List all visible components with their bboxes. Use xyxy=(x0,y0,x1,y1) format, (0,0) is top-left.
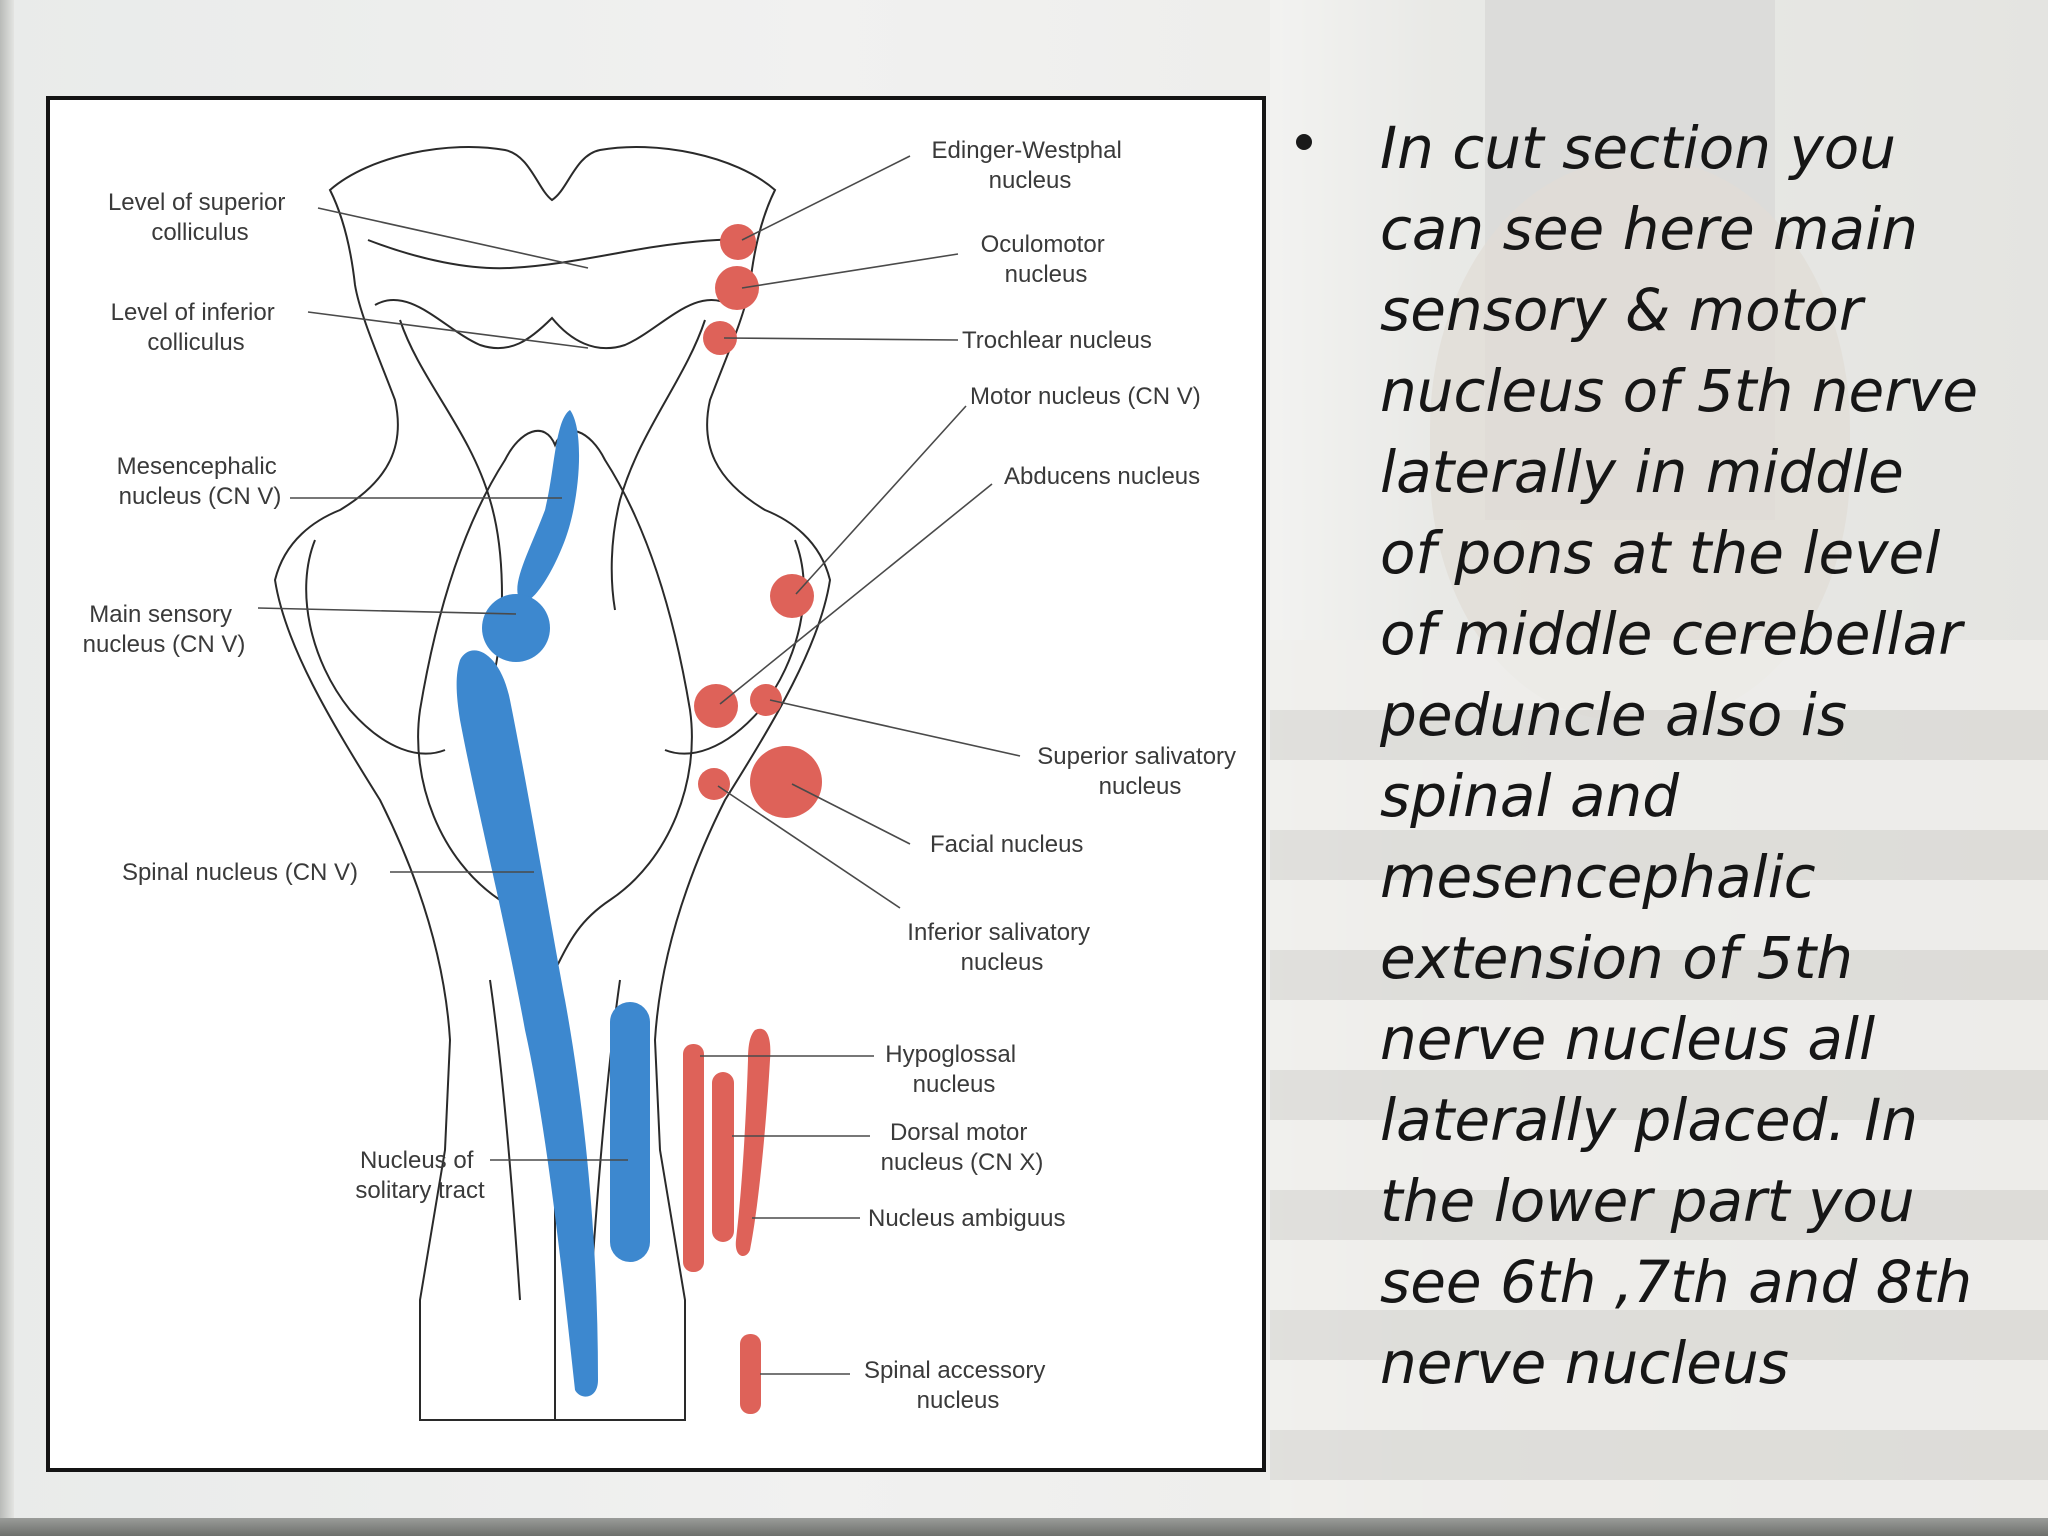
peduncle-right xyxy=(610,319,706,611)
hypoglossal-nucleus xyxy=(683,1044,704,1272)
label-superior-colliculus: Level of superior colliculus xyxy=(108,189,292,246)
trochlear-nucleus xyxy=(703,321,737,355)
edinger-westphal-nucleus xyxy=(720,224,756,260)
leader-trochlear xyxy=(723,337,959,341)
leader-abducens xyxy=(719,483,993,705)
nucleus-solitary-tract xyxy=(610,1002,650,1262)
leader-lines xyxy=(257,155,1021,1375)
leader-facial xyxy=(791,783,911,845)
spinal-nucleus-cn-v xyxy=(456,650,598,1397)
inferior-salivatory-nucleus xyxy=(698,768,730,800)
leader-edinger xyxy=(741,155,911,241)
tectum-line-lower xyxy=(374,298,731,350)
spinal-accessory-nucleus xyxy=(740,1334,761,1414)
label-motor-v: Motor nucleus (CN V) xyxy=(970,383,1201,410)
facial-nucleus xyxy=(750,746,822,818)
background-presenter-photo xyxy=(1270,0,2048,1518)
gracile-left xyxy=(489,979,521,1301)
label-main-sensory: Main sensory nucleus (CN V) xyxy=(83,601,246,658)
label-superior-salivatory: Superior salivatory nucleus xyxy=(1037,743,1242,800)
cerebellar-peduncle-left xyxy=(305,539,446,755)
leader-superior-colliculus xyxy=(317,207,589,269)
label-facial: Facial nucleus xyxy=(930,831,1083,858)
abducens-nucleus xyxy=(694,684,738,728)
photo-fade-overlay xyxy=(1270,0,2048,1518)
label-spinal-nucleus: Spinal nucleus (CN V) xyxy=(122,859,358,886)
leader-main-sensory xyxy=(257,607,517,615)
superior-salivatory-nucleus xyxy=(750,684,782,716)
bullet-point-marker xyxy=(1296,134,1312,150)
label-edinger-westphal: Edinger-Westphal nucleus xyxy=(932,137,1129,194)
label-trochlear: Trochlear nucleus xyxy=(962,327,1152,354)
main-sensory-nucleus xyxy=(482,594,550,662)
label-hypoglossal: Hypoglossal nucleus xyxy=(885,1041,1022,1098)
motor-nucleus-cn-v xyxy=(770,574,814,618)
slide-frame-left xyxy=(0,0,14,1536)
brainstem-diagram: Level of superior colliculus Level of in… xyxy=(46,96,1266,1472)
brainstem-outline-path xyxy=(273,145,832,1421)
label-spinal-accessory: Spinal accessory nucleus xyxy=(864,1357,1052,1414)
nucleus-ambiguus xyxy=(735,1028,771,1256)
label-mesencephalic: Mesencephalic nucleus (CN V) xyxy=(117,453,284,510)
cerebellar-peduncle-right xyxy=(664,539,805,755)
label-solitary: Nucleus of solitary tract xyxy=(355,1147,485,1204)
label-ambiguus: Nucleus ambiguus xyxy=(868,1205,1065,1232)
brainstem-diagram-svg: Level of superior colliculus Level of in… xyxy=(83,137,1242,1421)
leader-motor-v xyxy=(795,405,967,595)
leader-superior-salivatory xyxy=(769,699,1021,757)
fourth-ventricle xyxy=(417,429,693,973)
mesencephalic-nucleus xyxy=(517,410,580,602)
tectum-line-upper xyxy=(367,238,751,270)
leader-inferior-salivatory xyxy=(717,785,901,909)
sensory-nuclei xyxy=(456,410,650,1397)
label-oculomotor: Oculomotor nucleus xyxy=(981,231,1112,288)
oculomotor-nucleus xyxy=(715,266,759,310)
dorsal-motor-nucleus xyxy=(712,1072,734,1242)
leader-inferior-colliculus xyxy=(307,311,589,349)
label-inferior-colliculus: Level of inferior colliculus xyxy=(111,299,282,356)
leader-oculomotor xyxy=(741,253,959,289)
label-abducens: Abducens nucleus xyxy=(1004,463,1200,490)
slide-frame-bottom xyxy=(0,1518,2048,1536)
motor-nuclei xyxy=(683,224,822,1414)
label-dorsal-motor: Dorsal motor nucleus (CN X) xyxy=(881,1119,1044,1176)
slide-bullet-text: In cut section you can see here main sen… xyxy=(1380,114,1979,1397)
label-inferior-salivatory: Inferior salivatory nucleus xyxy=(907,919,1096,976)
